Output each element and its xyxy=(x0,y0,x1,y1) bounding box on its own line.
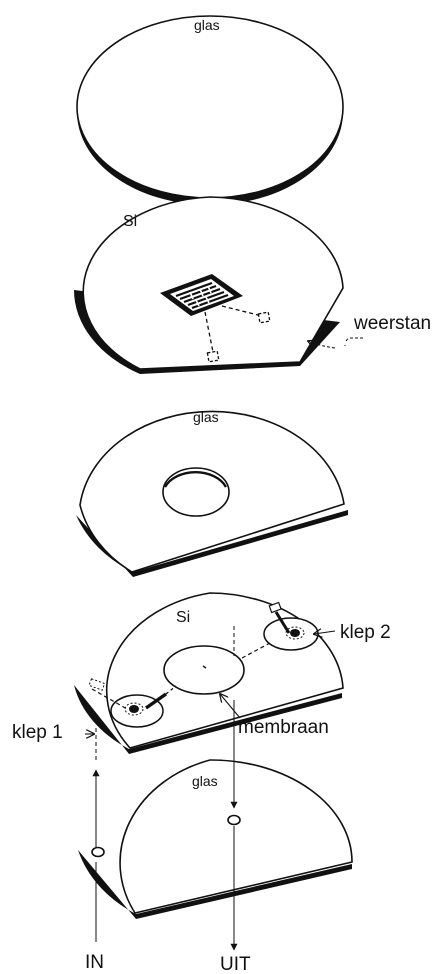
resistor-pad-1 xyxy=(206,350,220,363)
resistor-callout-label: weerstand xyxy=(353,313,432,334)
inlet-hole xyxy=(91,846,105,858)
top-glass-disc xyxy=(76,15,344,199)
si-valves-label: Si xyxy=(176,609,190,626)
si-resistor-label: Si xyxy=(123,213,137,230)
resistor-chip xyxy=(160,274,243,316)
resistor-gaps xyxy=(189,285,212,307)
valve-2-arrow xyxy=(314,631,336,634)
inlet-label: IN xyxy=(85,952,104,973)
membrane-arrow xyxy=(220,694,241,719)
valve-1-callout: klep 1 xyxy=(12,722,63,743)
channel-membrane-valve2 xyxy=(241,642,271,659)
valve-2-callout: klep 2 xyxy=(340,622,391,643)
top-glass-label: glas xyxy=(194,17,220,33)
top-glass-layer: glas xyxy=(76,15,344,205)
outlet-label: UIT xyxy=(220,954,251,974)
si-valves-layer: Si klep 2 membraan klep xyxy=(12,592,391,754)
membrane xyxy=(163,645,245,695)
resistor-pad-2 xyxy=(257,311,271,324)
pump-chamber-hole xyxy=(162,467,230,517)
bottom-glass-layer: glas xyxy=(78,759,353,919)
flow-lines: IN UIT xyxy=(85,626,251,974)
resistor-callout-dash xyxy=(345,337,363,343)
membrane-callout: membraan xyxy=(238,717,329,738)
valve-1 xyxy=(88,678,167,728)
bottom-glass-label: glas xyxy=(192,773,218,789)
outlet-hole xyxy=(227,814,241,826)
si-resistor-layer: Si xyxy=(74,196,432,374)
bottom-glass-plate xyxy=(119,759,353,914)
resistor-callout-arrow xyxy=(308,341,336,349)
valve-2 xyxy=(263,601,319,651)
channel-valve1-membrane xyxy=(165,685,177,695)
middle-glass-layer: glas xyxy=(76,409,348,577)
middle-glass-label: glas xyxy=(193,409,219,425)
